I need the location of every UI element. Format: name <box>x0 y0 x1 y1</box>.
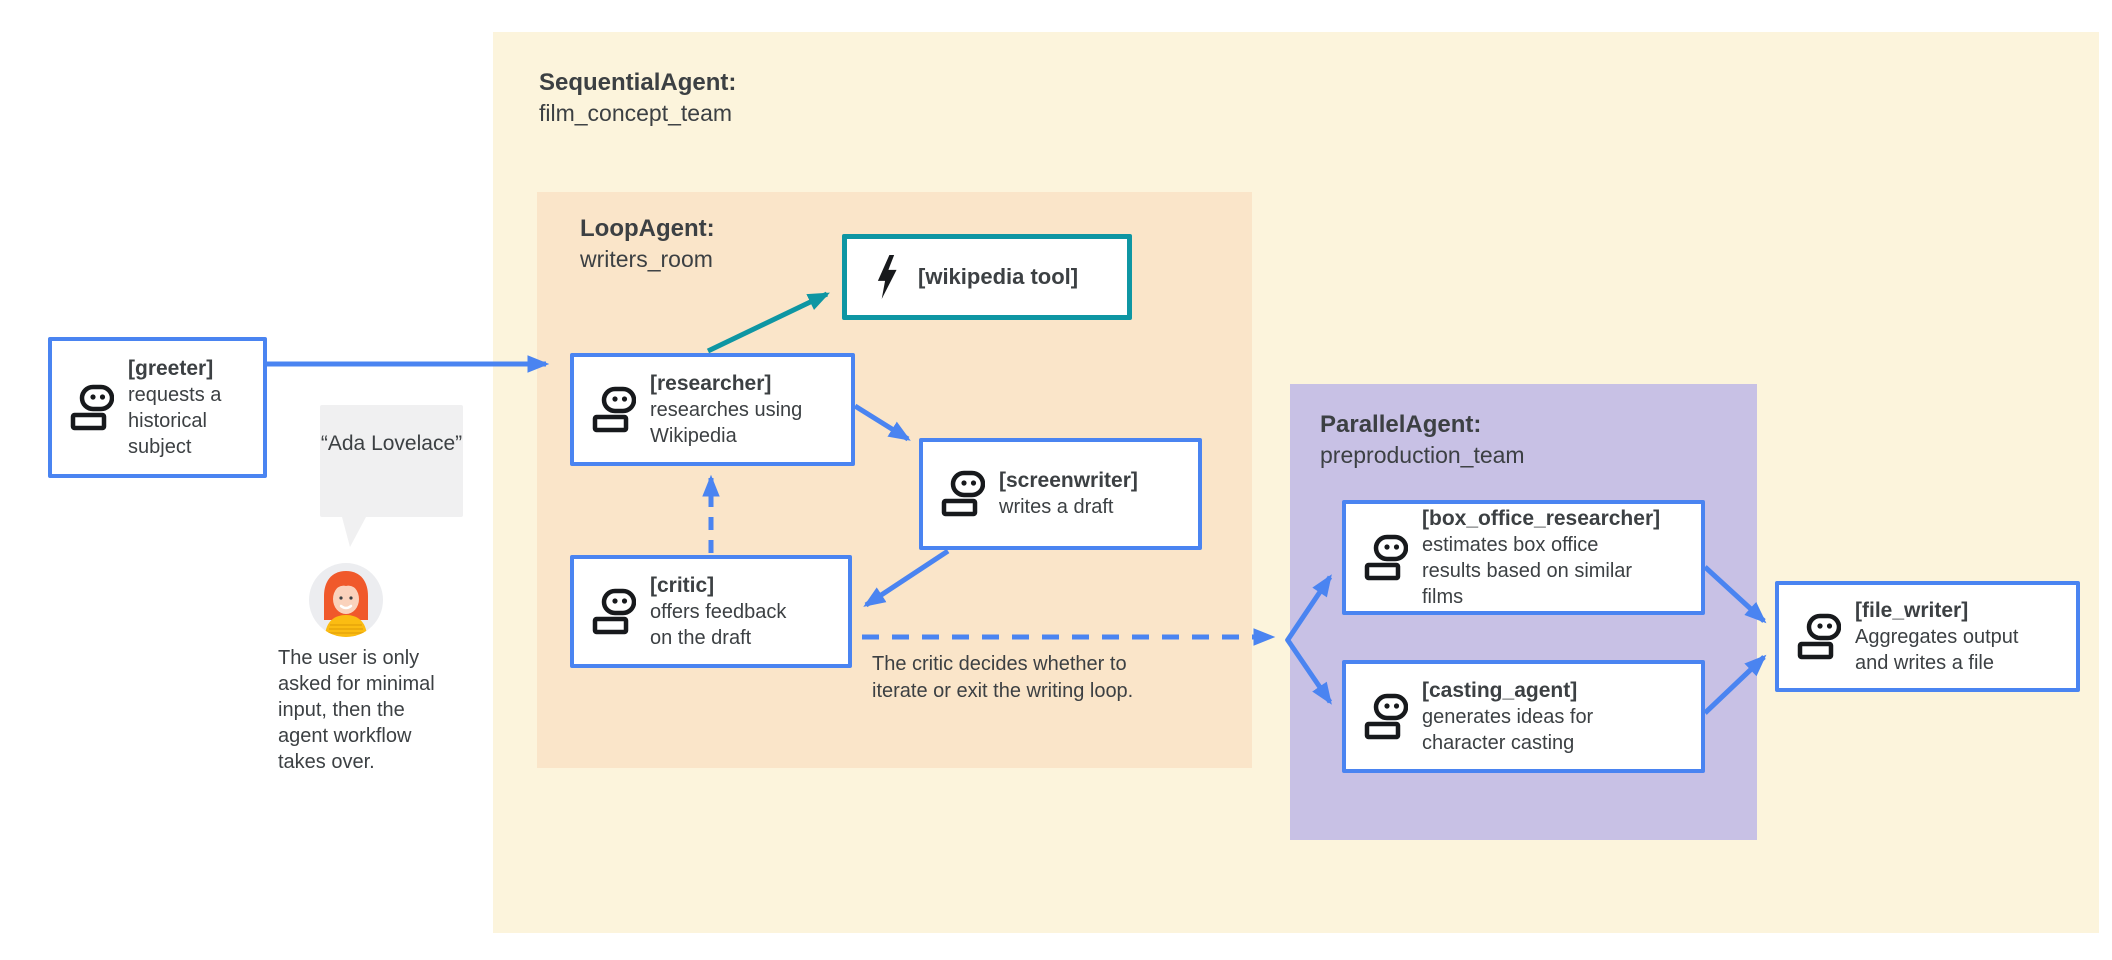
edge-casting-to-file-writer <box>1703 654 1767 715</box>
user-quote-bubble: “Ada Lovelace” <box>320 405 463 547</box>
loop-agent-name: writers_room <box>580 246 713 272</box>
edge-branch-to-casting <box>1284 637 1333 705</box>
edge-researcher-to-wikipedia-tool <box>706 291 830 354</box>
node-casting-agent-desc: generates ideas for character casting <box>1422 705 1594 754</box>
user-quote-text: “Ada Lovelace” <box>320 432 463 455</box>
loop-agent-label: LoopAgent: writers_room <box>580 214 715 274</box>
node-greeter-desc: requests a historical subject <box>128 383 222 458</box>
node-critic-title: [critic] <box>650 573 715 597</box>
node-box-office-researcher-desc: estimates box office results based on si… <box>1422 533 1633 608</box>
edge-box-office-to-file-writer <box>1703 565 1767 624</box>
node-casting-agent-title: [casting_agent] <box>1422 678 1578 702</box>
node-greeter-title: [greeter] <box>128 356 214 380</box>
user-note-text: The user is only asked for minimal input… <box>278 647 435 773</box>
sequential-agent-name: film_concept_team <box>539 100 733 126</box>
edge-screenwriter-to-critic <box>863 548 950 608</box>
node-casting-agent: [casting_agent] generates ideas for char… <box>1342 660 1705 773</box>
robot-icon <box>592 386 636 432</box>
node-critic-desc: offers feedback on the draft <box>650 600 787 649</box>
node-screenwriter: [screenwriter] writes a draft <box>919 438 1202 550</box>
parallel-agent-title: ParallelAgent: <box>1320 411 1482 438</box>
sequential-agent-title: SequentialAgent: <box>539 69 737 96</box>
robot-icon <box>1364 534 1408 580</box>
loop-exit-note-text: The critic decides whether to iterate or… <box>872 653 1134 702</box>
node-box-office-researcher: [box_office_researcher] estimates box of… <box>1342 500 1705 615</box>
loop-agent-title: LoopAgent: <box>580 215 715 242</box>
node-screenwriter-desc: writes a draft <box>999 496 1114 518</box>
node-file-writer: [file_writer] Aggregates output and writ… <box>1775 581 2080 692</box>
robot-icon <box>592 588 636 634</box>
node-file-writer-title: [file_writer] <box>1855 598 1969 622</box>
node-greeter: [greeter] requests a historical subject <box>48 337 267 478</box>
node-researcher-desc: researches using Wikipedia <box>650 398 803 447</box>
robot-icon <box>1797 613 1841 659</box>
sequential-agent-label: SequentialAgent: film_concept_team <box>539 68 736 128</box>
node-wikipedia-tool-title: [wikipedia tool] <box>918 264 1079 289</box>
robot-icon <box>941 470 985 517</box>
node-critic: [critic] offers feedback on the draft <box>570 555 852 668</box>
bubble-tail <box>342 517 366 547</box>
robot-icon <box>1364 693 1408 739</box>
robot-icon <box>70 384 114 430</box>
node-wikipedia-tool: [wikipedia tool] <box>842 234 1132 320</box>
user-avatar <box>309 563 383 637</box>
edge-researcher-to-screenwriter <box>853 403 911 442</box>
node-researcher-title: [researcher] <box>650 371 772 395</box>
node-file-writer-desc: Aggregates output and writes a file <box>1855 625 2019 674</box>
node-box-office-researcher-title: [box_office_researcher] <box>1422 506 1661 530</box>
lightning-bolt-icon <box>877 254 897 300</box>
parallel-agent-label: ParallelAgent: preproduction_team <box>1320 410 1525 470</box>
node-researcher: [researcher] researches using Wikipedia <box>570 353 855 466</box>
parallel-agent-name: preproduction_team <box>1320 442 1525 468</box>
edge-branch-to-box-office <box>1284 574 1333 643</box>
node-screenwriter-title: [screenwriter] <box>999 469 1138 492</box>
